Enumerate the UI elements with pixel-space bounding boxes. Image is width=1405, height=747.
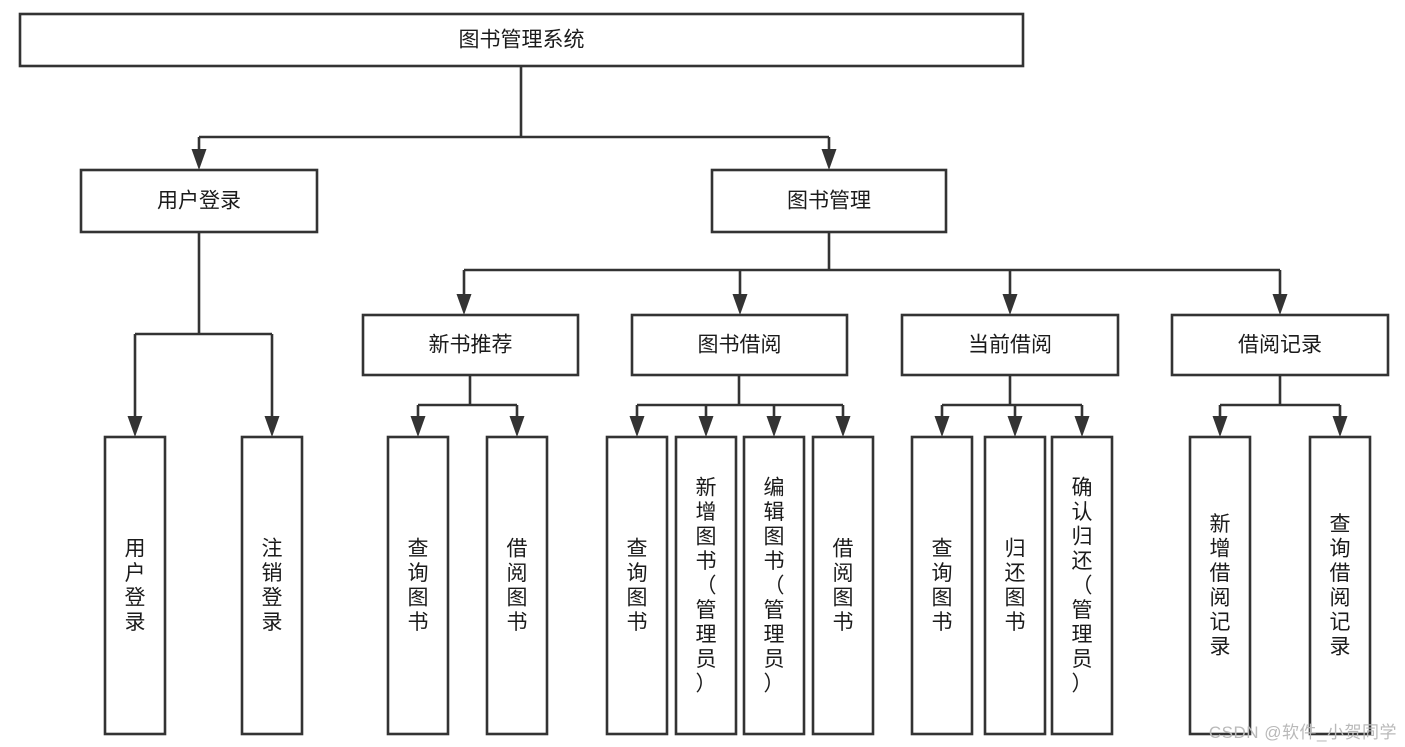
connector-level3-group-3 <box>1212 375 1348 437</box>
node-leaf-return-book-label: 归还图书 <box>1005 538 1026 635</box>
node-leaf-borrow-book-rect <box>811 435 875 736</box>
node-leaf-edit-book-label: 编辑图书（管理员） <box>764 476 785 695</box>
node-leaf-query-book-rec-label: 查询图书 <box>408 538 429 635</box>
node-leaf-borrow-book[interactable]: 借阅图书 <box>811 435 875 736</box>
node-book-manage-rect <box>710 168 948 234</box>
node-leaf-query-book-cur[interactable]: 查询图书 <box>910 435 974 736</box>
node-new-book-rec-label: 新书推荐 <box>429 334 513 357</box>
node-leaf-query-record-label: 查询借阅记录 <box>1330 513 1351 659</box>
node-leaf-query-book-cur-rect <box>910 435 974 736</box>
node-leaf-user-login-label: 用户登录 <box>125 538 146 635</box>
node-new-book-rec[interactable]: 新书推荐 <box>361 313 580 377</box>
node-leaf-logout-rect <box>240 435 304 736</box>
node-current-borrow[interactable]: 当前借阅 <box>900 313 1120 377</box>
node-current-borrow-label: 当前借阅 <box>968 334 1052 357</box>
node-leaf-query-book-borrow-label: 查询图书 <box>627 538 648 635</box>
node-leaf-query-book-borrow-rect <box>605 435 669 736</box>
node-book-borrow-label: 图书借阅 <box>698 334 782 357</box>
connector-userlogin-to-leaves <box>127 232 280 437</box>
node-leaf-add-book[interactable]: 新增图书（管理员） <box>674 435 738 736</box>
node-leaf-borrow-book-label: 借阅图书 <box>833 538 854 635</box>
node-leaf-query-record[interactable]: 查询借阅记录 <box>1308 435 1372 736</box>
node-user-login-rect <box>79 168 319 234</box>
node-borrow-record-label: 借阅记录 <box>1238 334 1322 357</box>
node-leaf-query-book-borrow[interactable]: 查询图书 <box>605 435 669 736</box>
node-new-book-rec-rect <box>361 313 580 377</box>
node-current-borrow-rect <box>900 313 1120 377</box>
node-leaf-logout[interactable]: 注销登录 <box>240 435 304 736</box>
node-root-root-label: 图书管理系统 <box>459 29 585 52</box>
node-book-manage-label: 图书管理 <box>787 190 871 213</box>
node-borrow-record-rect <box>1170 313 1390 377</box>
connector-root-to-level2 <box>191 66 837 170</box>
node-book-borrow-rect <box>630 313 849 377</box>
node-leaf-logout-label: 注销登录 <box>262 538 283 635</box>
connector-level3-group-0 <box>410 375 525 437</box>
node-leaf-edit-book-rect <box>742 435 806 736</box>
node-book-borrow[interactable]: 图书借阅 <box>630 313 849 377</box>
node-root-root[interactable]: 图书管理系统 <box>18 12 1025 68</box>
node-leaf-confirm-return[interactable]: 确认归还（管理员） <box>1050 435 1114 736</box>
node-leaf-confirm-return-label: 确认归还（管理员） <box>1072 476 1093 695</box>
node-user-login[interactable]: 用户登录 <box>79 168 319 234</box>
node-leaf-query-book-cur-label: 查询图书 <box>932 538 953 635</box>
node-borrow-record[interactable]: 借阅记录 <box>1170 313 1390 377</box>
node-leaf-add-record-label: 新增借阅记录 <box>1210 513 1231 659</box>
node-leaf-add-record-rect <box>1188 435 1252 736</box>
node-leaf-edit-book[interactable]: 编辑图书（管理员） <box>742 435 806 736</box>
node-leaf-add-book-rect <box>674 435 738 736</box>
node-leaf-borrow-book-rec-rect <box>485 435 549 736</box>
node-leaf-user-login-rect <box>103 435 167 736</box>
node-leaf-return-book-rect <box>983 435 1047 736</box>
node-leaf-add-record[interactable]: 新增借阅记录 <box>1188 435 1252 736</box>
connector-level3-group-2 <box>934 375 1090 437</box>
csdn-watermark: CSDN @软件_小贺同学 <box>1208 723 1397 742</box>
node-root-root-rect <box>18 12 1025 68</box>
boxes-layer: 图书管理系统用户登录图书管理新书推荐图书借阅当前借阅借阅记录用户登录注销登录查询… <box>18 12 1390 736</box>
node-leaf-borrow-book-rec-label: 借阅图书 <box>507 538 528 635</box>
node-book-manage[interactable]: 图书管理 <box>710 168 948 234</box>
node-leaf-return-book[interactable]: 归还图书 <box>983 435 1047 736</box>
connectors-layer <box>127 66 1348 437</box>
node-leaf-query-record-rect <box>1308 435 1372 736</box>
node-leaf-query-book-rec-rect <box>386 435 450 736</box>
connector-level3-group-1 <box>629 375 851 437</box>
node-user-login-label: 用户登录 <box>157 190 241 213</box>
node-leaf-confirm-return-rect <box>1050 435 1114 736</box>
node-leaf-borrow-book-rec[interactable]: 借阅图书 <box>485 435 549 736</box>
connector-bookmanage-to-level3 <box>456 232 1288 315</box>
node-leaf-user-login[interactable]: 用户登录 <box>103 435 167 736</box>
node-leaf-query-book-rec[interactable]: 查询图书 <box>386 435 450 736</box>
node-leaf-add-book-label: 新增图书（管理员） <box>696 476 717 695</box>
